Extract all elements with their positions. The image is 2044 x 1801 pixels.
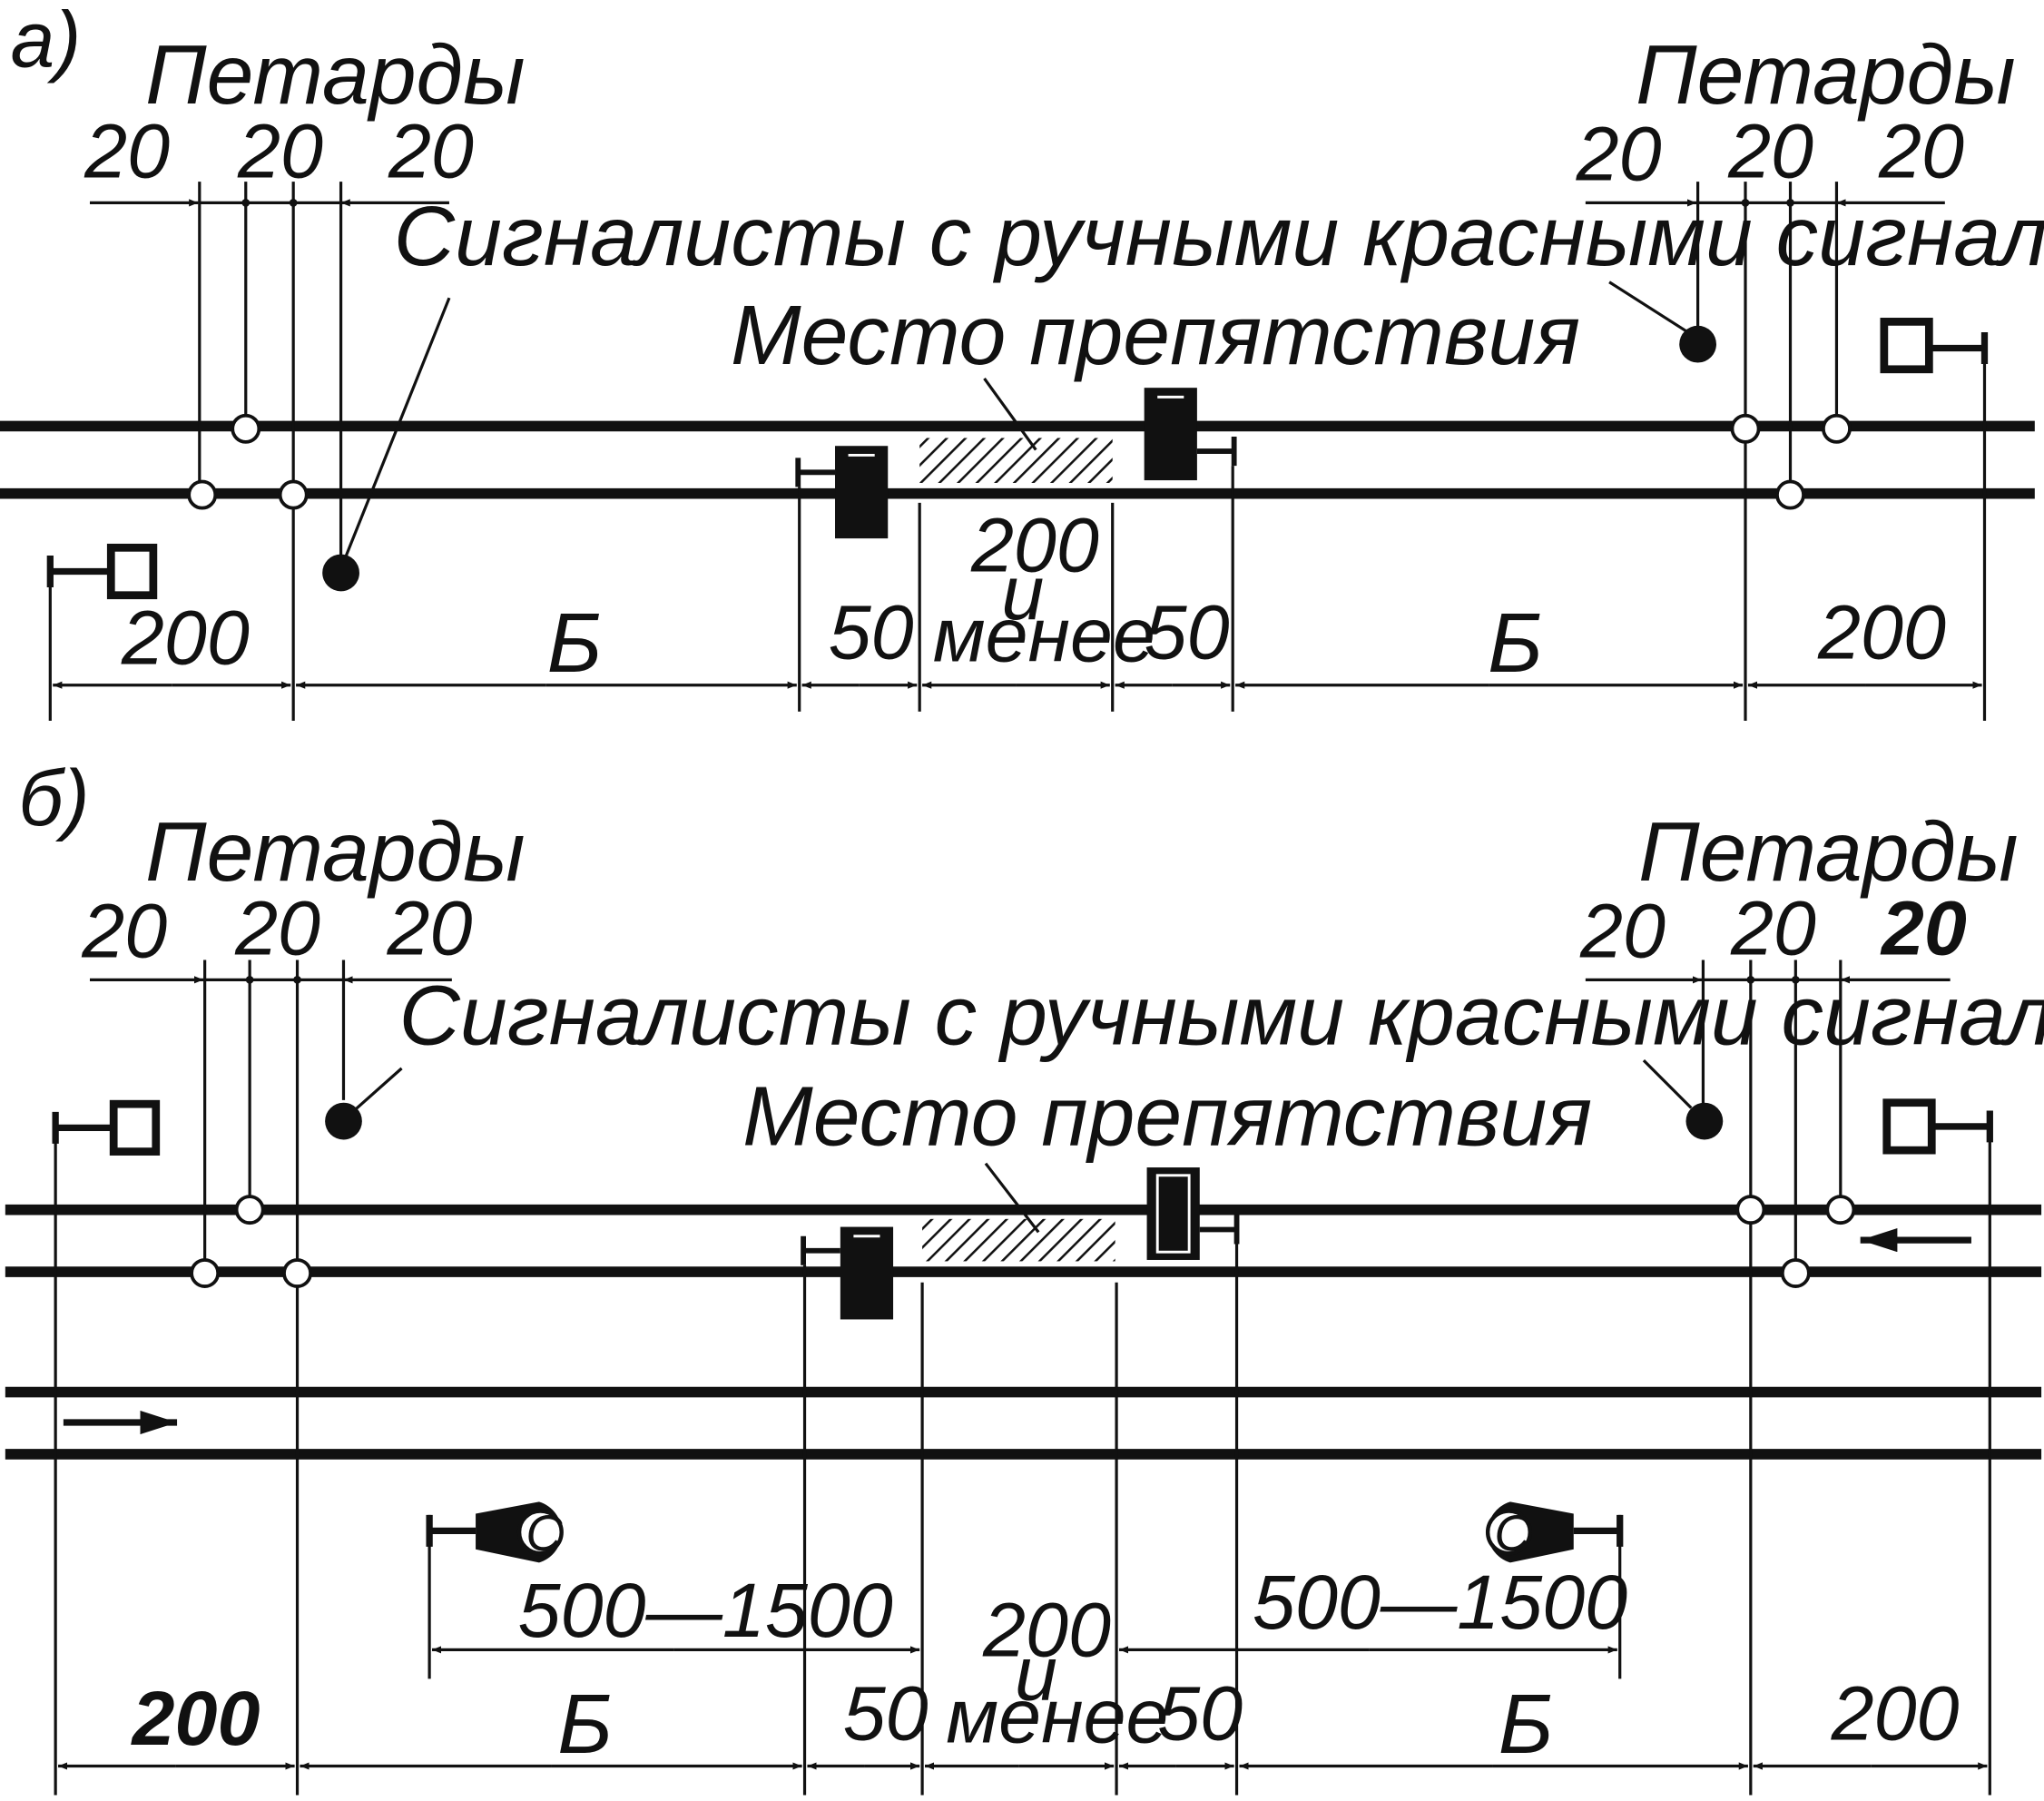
obstacle-zone [922, 1218, 1115, 1262]
panel-a-dim-200-left: 200 [121, 595, 250, 680]
panel-b: б) Петарды 20 20 20 Петарды 20 20 [5, 753, 2044, 1796]
panel-a-obstacle-len-3: менее [933, 593, 1155, 678]
panel-a-dim-b-right: Б [1488, 595, 1543, 690]
panel-a-gap-left-2: 20 [237, 109, 323, 194]
petard-icon [282, 1258, 312, 1288]
petard-icon [234, 1195, 265, 1225]
panel-b-label: б) [18, 753, 89, 842]
obstacle-zone [919, 438, 1113, 483]
panel-b-gap-right-3: 20 [1880, 886, 1967, 971]
panel-b-obstacle-label: Место препятствия [742, 1068, 1592, 1163]
panel-a-gap-right-2: 20 [1727, 109, 1813, 194]
petard-icon [278, 479, 309, 510]
signalman-icon [325, 1102, 362, 1140]
panel-b-obstacle-len-1: 200 [982, 1588, 1111, 1673]
petard-icon [190, 1258, 221, 1288]
stop-signal-icon [1880, 318, 1989, 722]
stop-signal-icon [46, 543, 158, 722]
panel-b-obstacle-len-2: и [1015, 1631, 1057, 1717]
panel-b-dim-200-left: 200 [131, 1676, 260, 1761]
red-shield-icon [1144, 388, 1237, 481]
signalman-icon [1685, 1102, 1724, 1140]
panel-a: а) Петарды 20 20 20 Петарды 20 20 20 [0, 0, 2044, 722]
whistle-sign-letter: С [526, 1505, 563, 1561]
panel-a-gap-left-3: 20 [388, 109, 474, 194]
petard-icon [231, 413, 261, 444]
red-shield-icon [795, 446, 889, 539]
panel-a-dim-50-right: 50 [1145, 590, 1230, 675]
whistle-sign-icon: С [426, 1501, 564, 1679]
petard-icon [1735, 1195, 1766, 1225]
panel-b-gap-right-1: 20 [1579, 889, 1666, 974]
panel-b-dim-b-left: Б [557, 1677, 613, 1771]
petard-icon [1825, 1195, 1856, 1225]
signalman-icon [1679, 325, 1716, 363]
panel-b-gap-left-3: 20 [387, 886, 473, 971]
panel-b-gap-right-2: 20 [1730, 886, 1816, 971]
panel-b-obstacle-len-3: менее [946, 1673, 1168, 1758]
stop-signal-icon [1882, 1098, 1993, 1796]
panel-a-gap-right-3: 20 [1878, 109, 1964, 194]
panel-b-sign-right-distance: 500—1500 [1253, 1560, 1627, 1645]
whistle-sign-letter: С [1494, 1505, 1531, 1561]
red-shield-icon [1146, 1167, 1240, 1260]
panel-a-dim-b-left: Б [547, 595, 603, 690]
petard-icon [187, 479, 218, 510]
stop-signal-icon [52, 1099, 161, 1796]
panel-b-signalmen-label: Сигналисты с ручными красными сигналами [399, 969, 2044, 1063]
petard-icon [1780, 1258, 1811, 1288]
panel-b-dim-50-right: 50 [1157, 1670, 1243, 1756]
panel-a-dim-200-right: 200 [1817, 590, 1946, 675]
panel-a-label: а) [11, 0, 82, 84]
petard-icon [1730, 413, 1761, 444]
panel-b-gap-left-1: 20 [81, 889, 167, 974]
panel-a-obstacle-label: Место препятствия [731, 288, 1580, 382]
panel-b-sign-left-distance: 500—1500 [518, 1568, 893, 1653]
panel-b-petards-left-label: Петарды [145, 804, 525, 899]
petard-icon [1775, 479, 1805, 510]
red-shield-icon [801, 1226, 894, 1320]
panel-b-gap-left-2: 20 [234, 886, 320, 971]
panel-b-dim-50-left: 50 [843, 1670, 929, 1756]
panel-a-gap-left-1: 20 [84, 109, 170, 194]
panel-a-obstacle-len-1: 200 [970, 503, 1099, 588]
panel-a-petards-right-label: Петарды [1636, 27, 2015, 122]
panel-a-gap-right-1: 20 [1576, 112, 1662, 197]
panel-b-dim-200-right: 200 [1831, 1670, 1960, 1756]
panel-a-signalmen-label: Сигналисты с ручными красными сигналами [394, 189, 2044, 283]
panel-b-dim-b-right: Б [1499, 1677, 1554, 1771]
signalman-icon [322, 554, 359, 592]
panel-a-obstacle-len-2: и [1001, 550, 1044, 635]
whistle-sign-icon: С [1485, 1501, 1624, 1679]
petard-icon [1822, 413, 1852, 444]
panel-a-petards-left-label: Петарды [145, 27, 525, 122]
panel-b-petards-right-label: Петарды [1638, 804, 2018, 899]
panel-a-dim-50-left: 50 [829, 590, 914, 675]
